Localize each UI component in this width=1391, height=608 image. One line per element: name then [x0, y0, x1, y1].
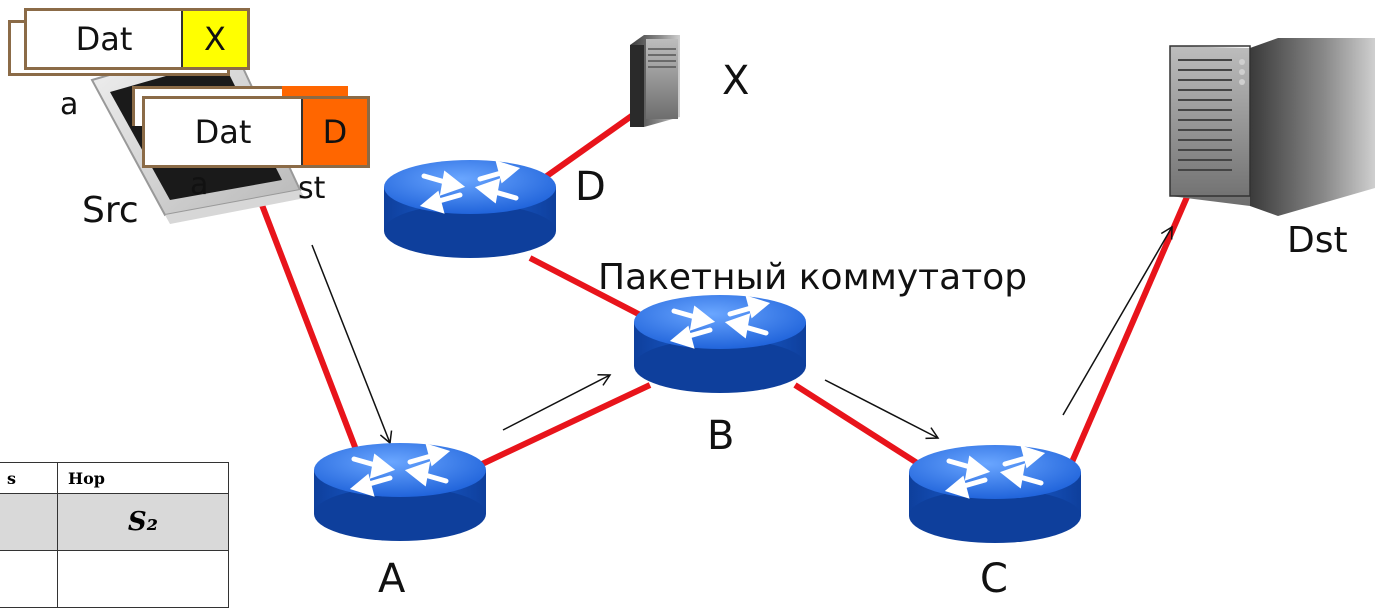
packet-address-label: X: [183, 11, 247, 67]
dst-server-icon: [1169, 38, 1375, 216]
packet-fragment-text: a: [60, 87, 79, 122]
link-c-dst: [1069, 188, 1193, 464]
packet-fragment-text-2: st: [298, 171, 326, 206]
routing-table-row: S₂: [0, 493, 229, 551]
label-x: X: [722, 58, 749, 104]
router-b-icon: [634, 295, 806, 393]
router-d-icon: [384, 160, 556, 258]
packet-to-x: Dat X a: [8, 8, 250, 120]
routing-table: s Hop S₂: [0, 462, 229, 608]
packet-data-label: Dat: [27, 11, 183, 67]
arrow-icon: [824, 379, 940, 440]
link-b-d: [528, 255, 652, 323]
packet-fragment-text: a: [190, 167, 209, 202]
label-a: A: [378, 556, 406, 597]
label-c: C: [980, 556, 1008, 597]
link-a-b: [478, 382, 652, 468]
routing-table-cell-hop: [57, 550, 229, 608]
packet-data-label: Dat: [145, 99, 303, 165]
packet-to-d: Dat D a st: [132, 78, 372, 204]
x-server-icon: [630, 35, 680, 127]
routing-table-header-dest: s: [0, 462, 58, 494]
label-b: B: [707, 413, 734, 459]
link-src-a: [259, 203, 363, 462]
label-dst: Dst: [1287, 220, 1348, 261]
label-d: D: [575, 164, 606, 210]
router-c-icon: [909, 445, 1081, 543]
routing-table-cell-hop: S₂: [57, 493, 229, 551]
routing-table-cell-dest: [0, 493, 58, 551]
link-b-c: [793, 382, 927, 471]
label-switch: Пакетный коммутатор: [598, 257, 1027, 298]
routing-table-cell-dest: [0, 550, 58, 608]
packet-address-label: D: [303, 99, 367, 165]
routing-table-header-hop: Hop: [57, 462, 229, 494]
routing-table-header: s Hop: [0, 462, 229, 494]
router-a-icon: [314, 443, 486, 541]
path-arrows: [311, 225, 1173, 445]
arrow-icon: [1062, 225, 1173, 416]
label-src: Src: [82, 190, 139, 231]
arrow-icon: [502, 373, 612, 431]
arrow-icon: [311, 244, 393, 445]
routing-table-row: [0, 550, 229, 608]
